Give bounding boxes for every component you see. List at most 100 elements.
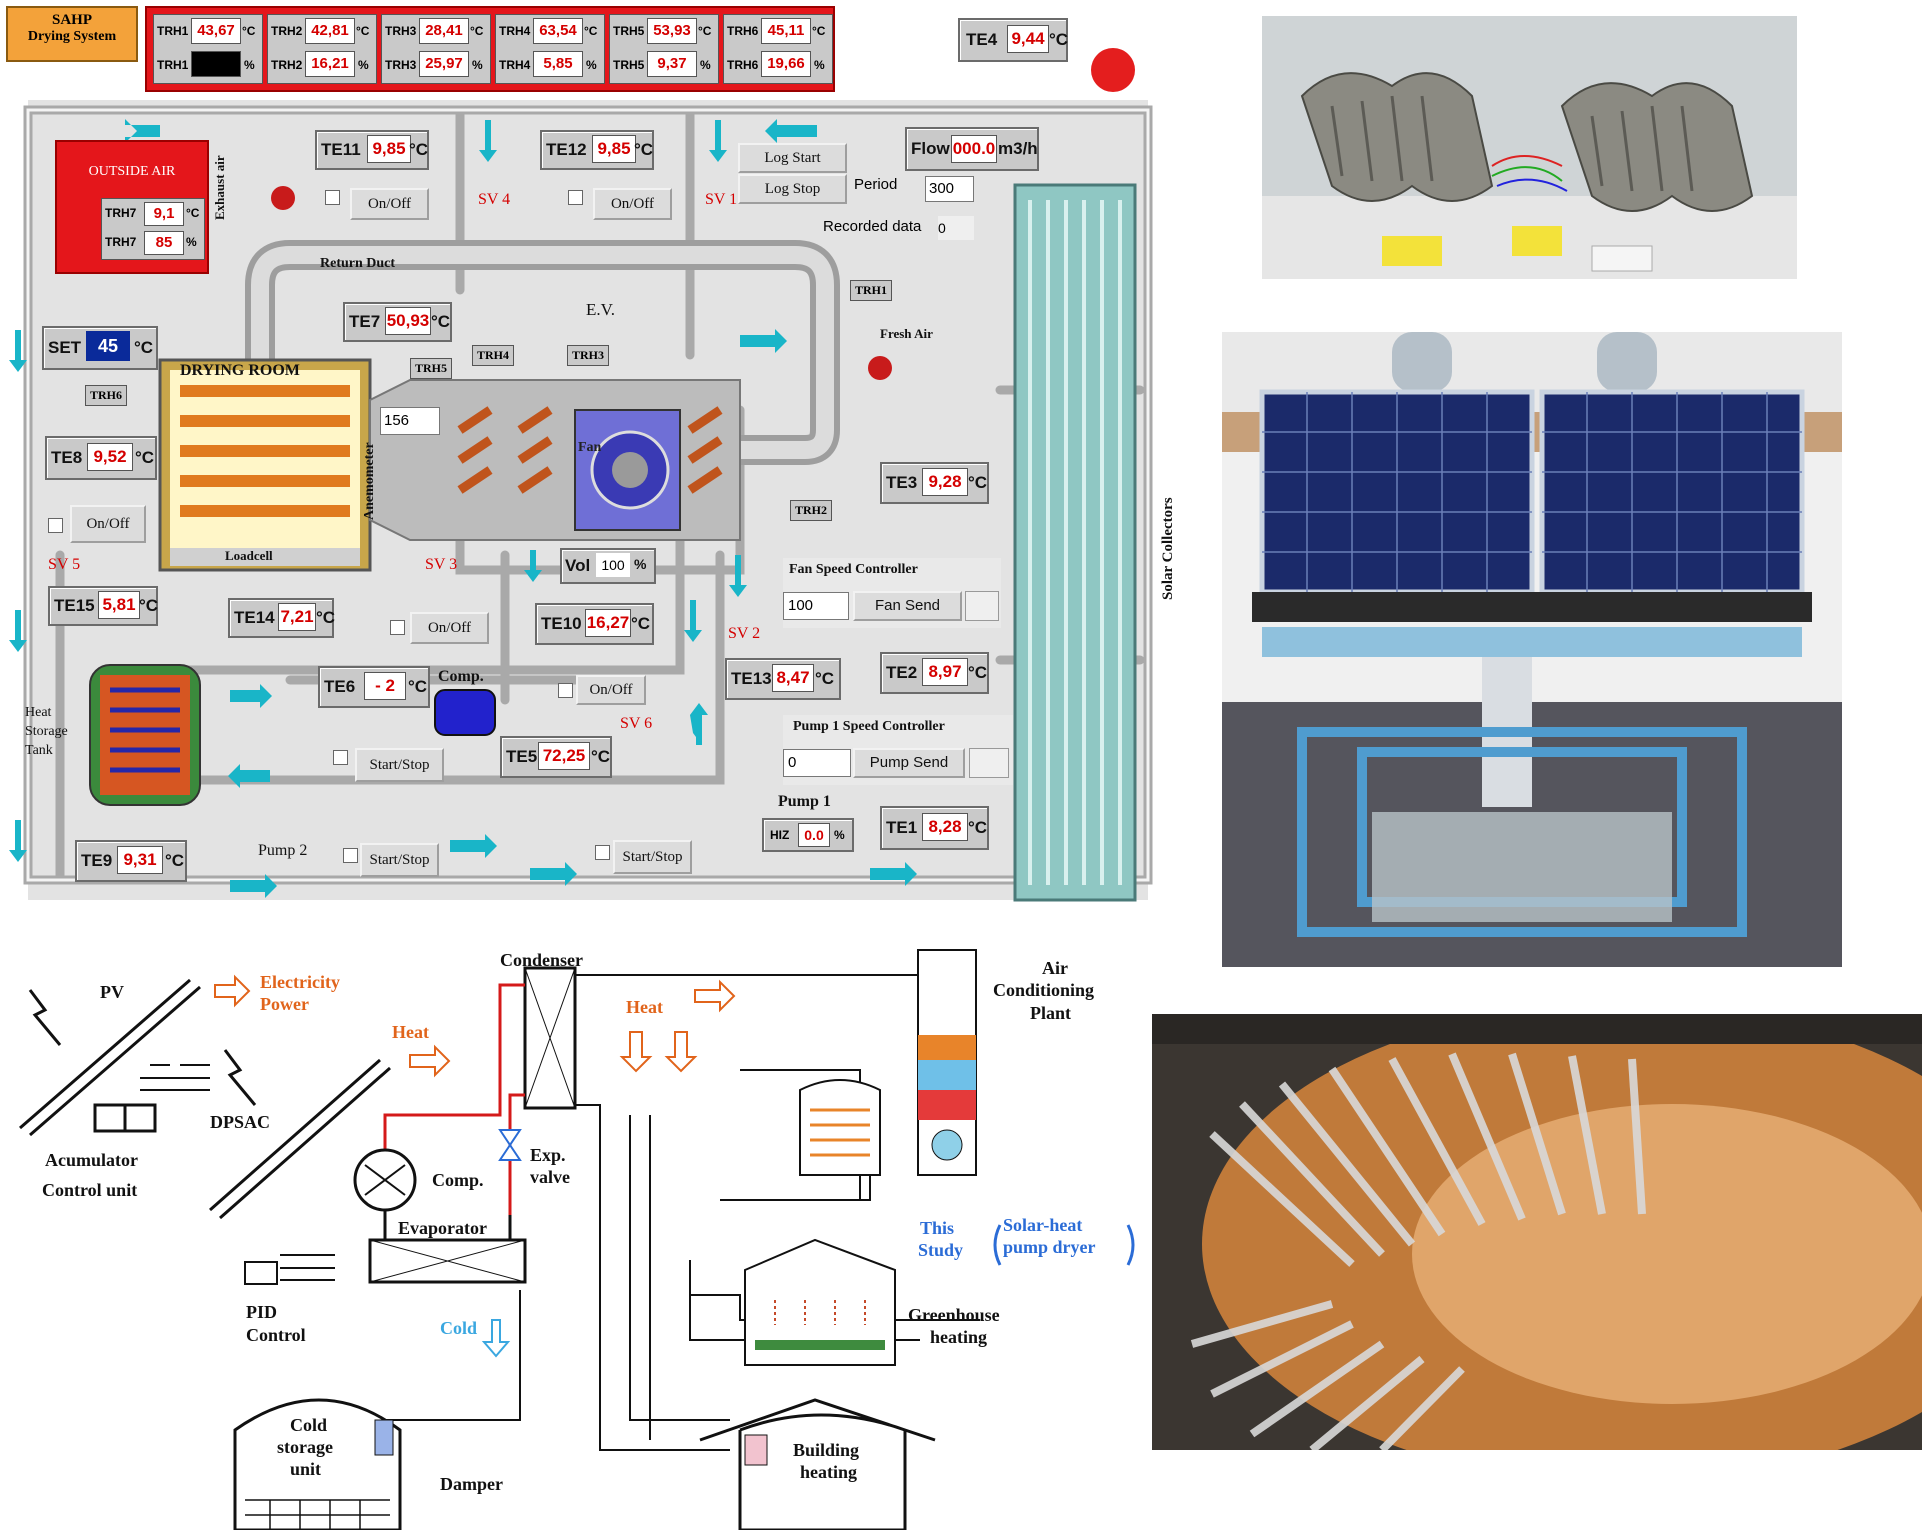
solar-collectors-label: Solar Collectors [1160,497,1176,600]
trh-temp-label: TRH5 [613,24,645,38]
outside-air-title: OUTSIDE AIR [88,164,176,179]
outside-air-panel: OUTSIDE AIR TRH7 9,1 °C TRH7 85 % [55,140,209,274]
te3-label: TE3 [886,473,918,492]
turbine-photo [1152,1014,1922,1450]
te2-display: TE2 8,97 °C [880,652,989,694]
fan-label: Fan [578,440,602,455]
te8-value: 9,52 [87,443,133,471]
trh7-temp-unit: °C [186,206,200,220]
heat-pipe-photo [1262,16,1797,279]
te14-unit: °C [316,608,336,627]
ac-plant-label-1: Air [1042,958,1068,978]
cold-storage-label-2: storage [277,1437,333,1457]
set-unit: °C [134,338,154,357]
te3-display: TE3 9,28 °C [880,462,989,504]
trh1-tag: TRH1 [850,280,893,301]
ac-plant-label-3: Plant [1030,1003,1072,1023]
fan-send-button[interactable]: Fan Send [853,591,962,621]
te4-unit: °C [1049,30,1069,49]
trh-temp-label: TRH1 [157,24,189,38]
pid-label-1: PID [246,1302,277,1322]
log-start-button[interactable]: Log Start [738,143,847,173]
te7-value: 50,93 [385,307,431,335]
onoff-button-4[interactable]: On/Off [410,612,489,644]
trh4-tag: TRH4 [472,345,515,366]
startstop-button-1[interactable]: Start/Stop [355,748,444,782]
te13-value: 8,47 [772,664,814,692]
te14-label: TE14 [234,608,275,627]
sv4-label: SV 4 [478,191,511,208]
te10-value: 16,27 [585,609,631,637]
te1-display: TE1 8,28 °C [880,806,989,850]
te7-label: TE7 [349,312,381,331]
onoff-checkbox-2[interactable] [568,190,583,205]
trh-temp-unit: °C [584,24,598,38]
sv6-label: SV 6 [620,715,653,732]
te6-value: - 2 [364,672,406,700]
trh-temp-unit: °C [698,24,712,38]
heat-storage-line3: Tank [25,743,53,758]
heat-label-mid: Heat [626,997,663,1017]
startstop-checkbox-1[interactable] [333,750,348,765]
pump1-speed-panel: Pump 1 Speed Controller 0 Pump Send [783,715,1013,785]
pump-send-button[interactable]: Pump Send [853,748,965,778]
fan-speed-panel: Fan Speed Controller 100 Fan Send [783,558,1001,628]
ac-plant-label-2: Conditioning [993,980,1095,1000]
te2-value: 8,97 [922,658,968,686]
condenser-label: Condenser [500,950,584,970]
onoff-checkbox-3[interactable] [48,518,63,533]
startstop-checkbox-2[interactable] [343,848,358,863]
trh-temp-value: 63,54 [533,18,583,44]
cold-label: Cold [440,1318,478,1338]
flow-value: 000.0 [951,135,997,163]
flow-display: Flow 000.0 m3/h [905,127,1039,171]
trh-rh-value: 16,21 [305,51,355,77]
fan-speed-title: Fan Speed Controller [789,562,918,577]
te11-label: TE11 [321,140,361,159]
log-stop-button[interactable]: Log Stop [738,174,847,204]
trh7-rh-unit: % [186,235,197,249]
startstop-button-2[interactable]: Start/Stop [360,843,439,877]
onoff-checkbox-5[interactable] [558,683,573,698]
period-input[interactable]: 300 [925,176,974,202]
hiz-value: 0.0 [798,823,830,847]
te3-value: 9,28 [922,468,968,496]
set-value[interactable]: 45 [86,331,130,361]
trh-rh-value: 9,37 [647,51,697,77]
onoff-checkbox-1[interactable] [325,190,340,205]
evaporator-label: Evaporator [398,1218,487,1238]
pump1-speed-input[interactable]: 0 [783,749,851,777]
trh-rh-value [191,51,241,77]
trh-temp-value: 43,67 [191,18,241,44]
onoff-button-2[interactable]: On/Off [593,188,672,220]
trh-rh-unit: % [700,58,711,72]
te5-label: TE5 [506,747,538,766]
te11-unit: °C [409,140,429,159]
fan-speed-input[interactable]: 100 [783,592,849,620]
period-label: Period [854,176,898,193]
trh7-rh-label: TRH7 [105,235,137,249]
onoff-button-3[interactable]: On/Off [70,505,146,543]
recorded-data-value: 0 [938,216,974,240]
set-display: SET 45 °C [42,326,158,370]
te15-display: TE15 5,81 °C [48,586,158,626]
heat-storage-line1: Heat [25,705,52,720]
damper-label: Damper [440,1474,503,1494]
onoff-button-1[interactable]: On/Off [350,188,429,220]
trh-temp-value: 45,11 [761,18,811,44]
trh7-rh-value: 85 [144,231,184,255]
trh2-tag: TRH2 [790,500,833,521]
vol-label: Vol [565,556,591,575]
te2-label: TE2 [886,663,918,682]
recorded-data-label: Recorded data [823,218,922,235]
startstop-button-3[interactable]: Start/Stop [613,840,692,874]
exp-valve-label-2: valve [530,1167,570,1187]
electricity-label-2: Power [260,994,309,1014]
onoff-button-5[interactable]: On/Off [576,675,646,705]
heat-storage-line2: Storage [25,724,68,739]
te11-value: 9,85 [367,135,411,163]
startstop-checkbox-3[interactable] [595,845,610,860]
onoff-checkbox-4[interactable] [390,620,405,635]
